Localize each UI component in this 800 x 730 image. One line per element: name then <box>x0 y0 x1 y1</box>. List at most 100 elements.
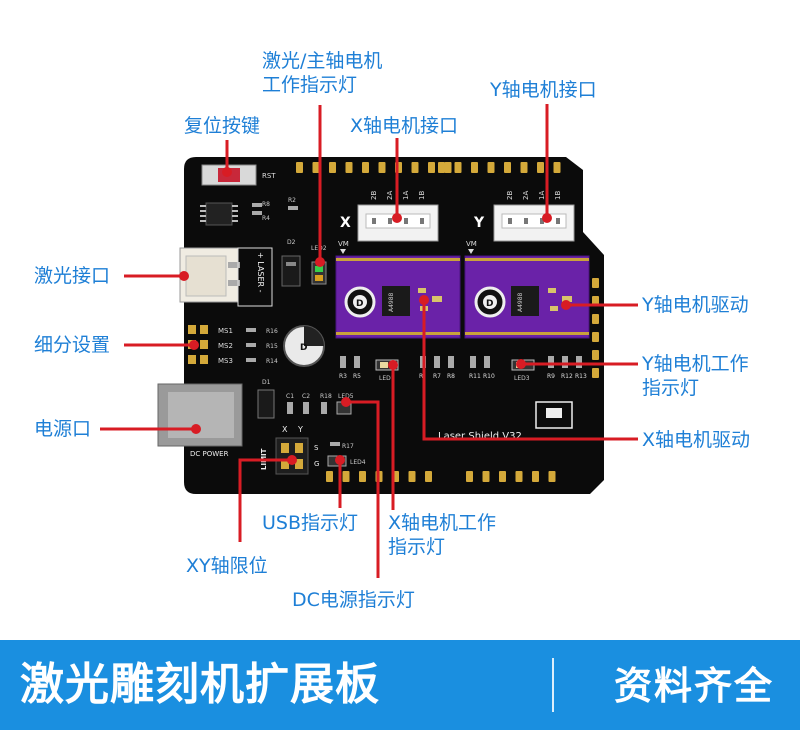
r15-label: R15 <box>266 343 278 350</box>
resistor-far-label: R12 <box>561 373 573 380</box>
callout-lines <box>100 104 638 578</box>
top-header-pin <box>537 162 544 173</box>
x-axis-label: X <box>340 215 351 231</box>
bottom-header-pin <box>532 471 539 482</box>
label-y-motor-indicator: Y轴电机工作 指示灯 <box>642 352 749 400</box>
y-driver-module: A4988 D <box>464 255 590 339</box>
laser-connector: + LASER - <box>179 247 273 307</box>
side-header-pin <box>592 350 599 360</box>
resistor-mid-label: R8 <box>447 373 455 380</box>
ms-jumper-pin <box>188 325 196 334</box>
bottom-header-pin <box>342 471 350 482</box>
banner-subtitle: 资料齐全 <box>613 664 774 708</box>
ms3-label: MS3 <box>218 357 233 365</box>
pin-y-label: 2B <box>506 191 514 200</box>
bottom-header-pin <box>515 471 523 482</box>
bottom-header-pin <box>548 471 556 482</box>
vm-label-x: VM <box>338 240 349 248</box>
top-header-pin <box>438 162 445 173</box>
top-header-pin <box>520 162 528 173</box>
label-y-indicator-line2: 指示灯 <box>642 377 700 399</box>
callout-dots <box>179 167 571 465</box>
label-x-indicator-line2: 指示灯 <box>388 536 446 558</box>
d2-label: D2 <box>287 239 296 246</box>
limit-y-label: Y <box>297 425 303 434</box>
pin-x-label: 2A <box>386 191 394 200</box>
resistor-left <box>340 356 346 368</box>
r18-label: R18 <box>320 393 332 400</box>
rst-label: RST <box>262 172 276 180</box>
resistor-right <box>470 356 476 368</box>
d1-label: D1 <box>262 379 271 386</box>
top-header-pin <box>378 162 386 173</box>
led3-label: LED3 <box>514 375 530 382</box>
label-reset-button: 复位按键 <box>184 115 261 137</box>
x-driver-module: A4988 D <box>335 255 461 339</box>
r4-label: R4 <box>262 215 270 222</box>
top-header-pin <box>296 162 303 173</box>
top-header-pin <box>471 162 478 173</box>
limit-s-label: S <box>314 444 319 452</box>
label-laser-spindle-line1: 激光/主轴电机 <box>262 50 383 72</box>
top-header-pin <box>553 162 561 173</box>
top-header-pin <box>504 162 511 173</box>
led1-label: LED1 <box>379 375 395 382</box>
vm-label-y: VM <box>466 240 477 248</box>
limit-x-label: X <box>282 425 288 434</box>
ms2-label: MS2 <box>218 342 233 350</box>
ms-jumper-pin <box>200 355 208 364</box>
capacitor: D <box>283 325 325 367</box>
bottom-banner: 激光雕刻机扩展板 资料齐全 <box>0 640 800 730</box>
label-microstep: 细分设置 <box>34 334 111 356</box>
label-laser-spindle-line2: 工作指示灯 <box>262 74 358 96</box>
label-y-motor-driver: Y轴电机驱动 <box>642 294 749 316</box>
power-components: D1 C1 C2 R18 LED5 <box>257 379 354 419</box>
r2-label: R2 <box>288 197 296 204</box>
board-logo: Laser Shield V32 <box>438 401 573 442</box>
bottom-header-pin <box>359 471 366 482</box>
label-x-indicator-line1: X轴电机工作 <box>388 512 497 534</box>
r17-label: R17 <box>342 443 354 450</box>
resistor-left <box>354 356 360 368</box>
eeprom-chip: R8 R4 R2 <box>200 197 298 226</box>
top-header-pin <box>411 162 419 173</box>
ms1-label: MS1 <box>218 327 233 335</box>
resistor-far <box>562 356 568 368</box>
pin-y-label: 1B <box>554 191 562 200</box>
ms-jumper-pin <box>188 355 196 364</box>
resistor-mid-label: R <box>419 373 423 380</box>
led5-label: LED5 <box>338 393 354 400</box>
side-header-pin <box>592 368 599 378</box>
banner-title: 激光雕刻机扩展板 <box>20 659 380 710</box>
svg-text:D: D <box>486 299 493 309</box>
label-laser-spindle-indicator: 激光/主轴电机 工作指示灯 <box>262 49 382 97</box>
ms-jumper-pin <box>200 340 208 349</box>
top-header-pin <box>428 162 435 173</box>
x-driver-chip: A4988 <box>388 292 395 312</box>
top-header-pin <box>487 162 495 173</box>
shield-label: Laser Shield V32 <box>438 431 522 442</box>
resistor-right-label: R11 <box>469 373 481 380</box>
label-usb-indicator: USB指示灯 <box>262 512 359 534</box>
side-header-pin <box>592 314 599 324</box>
svg-text:D: D <box>356 299 363 309</box>
bottom-header-pin <box>408 471 416 482</box>
label-x-motor-port: X轴电机接口 <box>350 115 459 137</box>
y-axis-label: Y <box>473 215 485 231</box>
bottom-header-pin <box>466 471 473 482</box>
resistor-far <box>548 356 554 368</box>
top-header-pin <box>454 162 462 173</box>
pin-y-label: 1A <box>538 191 546 200</box>
laser-label: + LASER - <box>256 252 265 293</box>
label-x-motor-driver: X轴电机驱动 <box>642 429 751 451</box>
resistor-far-label: R9 <box>547 373 555 380</box>
top-header-pin <box>444 162 452 173</box>
resistor-right <box>484 356 490 368</box>
resistor-far-label: R13 <box>575 373 587 380</box>
bottom-header-pin <box>326 471 333 482</box>
label-power-port: 电源口 <box>34 418 92 440</box>
c2-label: C2 <box>302 393 310 400</box>
pin-x-label: 1B <box>418 191 426 200</box>
